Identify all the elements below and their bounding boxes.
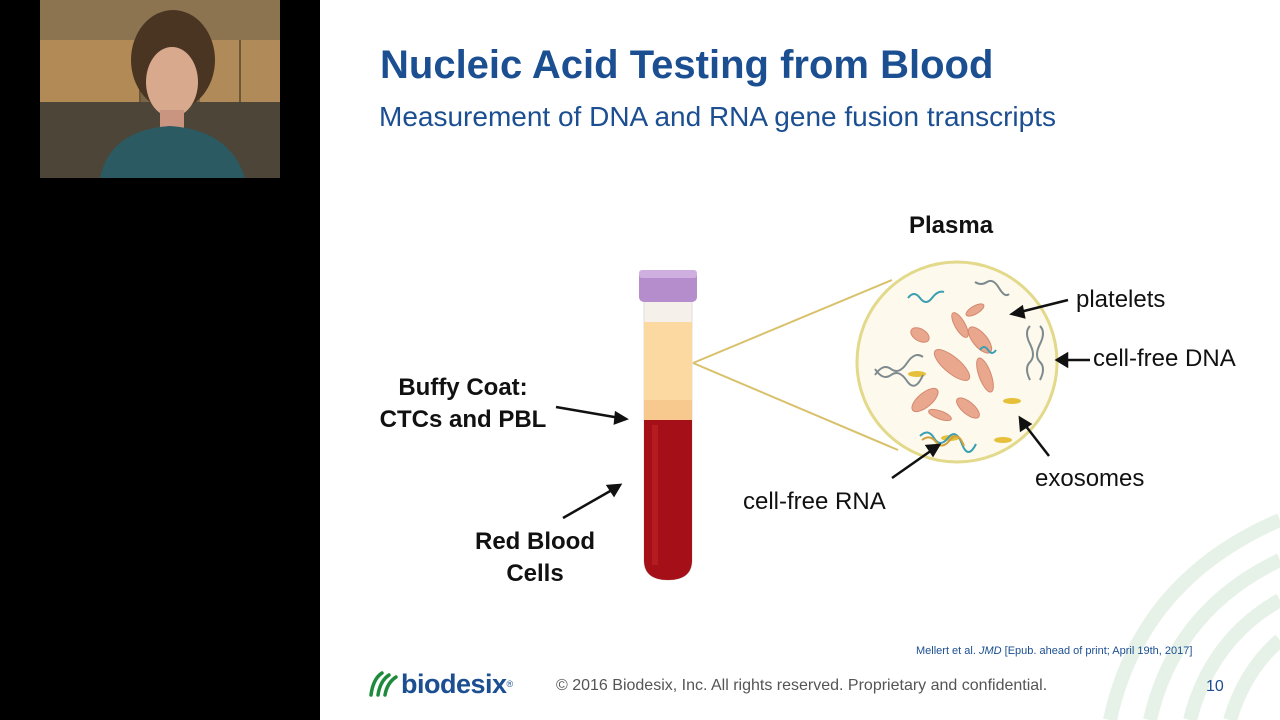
cell-free-dna-label: cell-free DNA xyxy=(1093,345,1236,372)
page-number: 10 xyxy=(1206,678,1224,695)
test-tube xyxy=(639,270,697,581)
arrow xyxy=(562,488,613,520)
buffy-coat-line1: Buffy Coat: xyxy=(398,374,528,401)
decorative-wave-pattern xyxy=(1103,513,1280,720)
logo-trademark: ® xyxy=(506,679,514,689)
cell-free-rna-label: cell-free RNA xyxy=(743,488,886,515)
buffy-coat-label: Buffy Coat: CTCs and PBL xyxy=(368,372,558,436)
webcam-feed xyxy=(40,0,280,178)
arrow xyxy=(555,405,621,420)
slide-subtitle: Measurement of DNA and RNA gene fusion t… xyxy=(379,101,1057,132)
plasma-label: Plasma xyxy=(909,212,994,239)
arrow-head xyxy=(1009,304,1026,319)
arrow-head xyxy=(605,483,623,498)
arrow xyxy=(1024,424,1050,457)
arrow xyxy=(891,448,933,480)
red-blood-cells-label: Red Blood Cells xyxy=(450,526,620,590)
logo-text: biodesix xyxy=(401,668,507,699)
magnified-plasma-circle xyxy=(855,260,1059,464)
citation-prefix: Mellert et al. xyxy=(916,645,979,657)
arrow-head xyxy=(613,410,629,425)
arrow-head xyxy=(924,443,942,458)
blood-diagram xyxy=(555,260,1090,581)
citation-rest: [Epub. ahead of print; April 19th, 2017] xyxy=(1001,645,1193,657)
exosomes-label: exosomes xyxy=(1035,465,1145,492)
citation: Mellert et al. JMD [Epub. ahead of print… xyxy=(916,645,1192,657)
citation-journal: JMD xyxy=(978,645,1002,657)
slide-title: Nucleic Acid Testing from Blood xyxy=(380,43,994,87)
slide: Nucleic Acid Testing from Blood Measurem… xyxy=(320,0,1280,720)
arrow-head xyxy=(1018,415,1033,433)
red-blood-line2: Cells xyxy=(506,560,564,587)
biodesix-logo: biodesix® xyxy=(368,668,513,700)
arrow xyxy=(1019,298,1069,314)
footer-copyright: © 2016 Biodesix, Inc. All rights reserve… xyxy=(556,677,1048,694)
red-blood-line1: Red Blood xyxy=(475,528,595,555)
buffy-coat-line2: CTCs and PBL xyxy=(379,406,547,433)
arrow-head xyxy=(1054,351,1069,369)
biodesix-logo-icon xyxy=(369,671,398,697)
platelets-label: platelets xyxy=(1076,286,1166,313)
